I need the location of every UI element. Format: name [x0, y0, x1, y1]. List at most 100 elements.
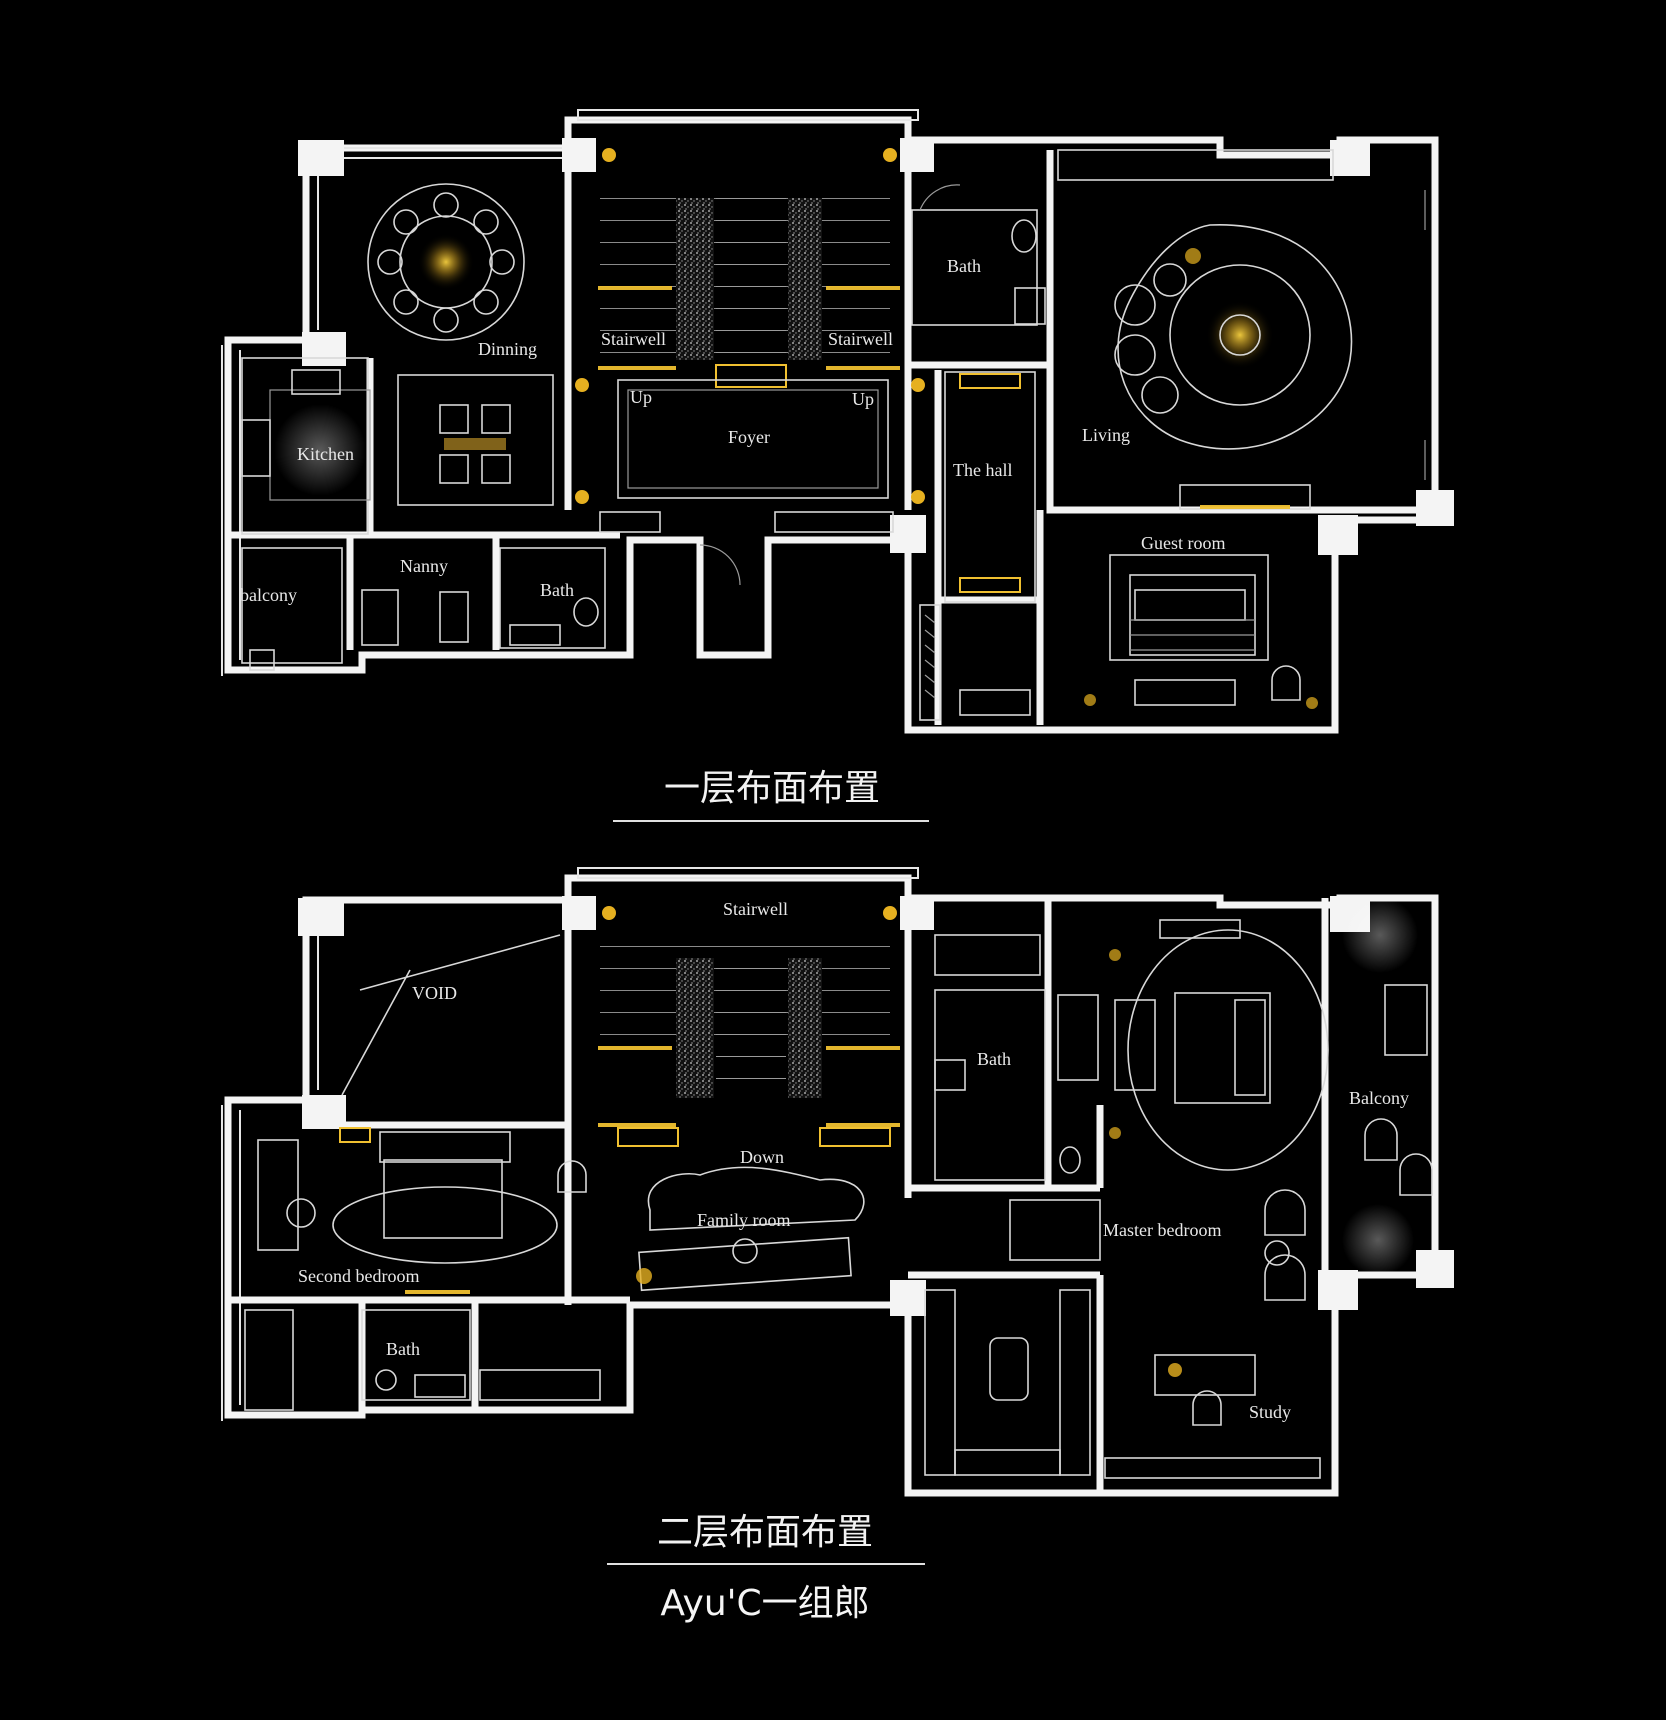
- master-bed-pillows: [1234, 999, 1266, 1096]
- bath-door-swing: [919, 184, 961, 211]
- small-table-light: [444, 438, 506, 450]
- stair-middle-treads: [716, 198, 786, 360]
- wardrobe-left: [924, 1289, 956, 1476]
- label-bath-bottom: Bath: [540, 580, 574, 600]
- label-foyer: Foyer: [728, 427, 770, 447]
- master-window-seat: [1159, 919, 1241, 939]
- bath-lamp: [1109, 1127, 1121, 1139]
- floor2-plan: Stairwell VOID Bath Balcony Down Family …: [221, 867, 1454, 1624]
- label-down: Down: [740, 1147, 784, 1167]
- planter: [1342, 897, 1418, 973]
- wardrobe-right: [1059, 1289, 1091, 1476]
- kitchen-stove: [241, 419, 271, 477]
- toilet: [573, 597, 599, 627]
- bath-floor-grid: [911, 209, 1038, 326]
- dining-light: [418, 234, 474, 290]
- toilet: [375, 1369, 397, 1391]
- second-bedroom-rug: [332, 1186, 558, 1264]
- label-kitchen: Kitchen: [297, 444, 354, 464]
- guest-bed-rug: [1109, 554, 1269, 661]
- bath-sink: [1014, 287, 1046, 325]
- balcony-daybed: [1384, 984, 1428, 1056]
- living-window-cabinet: [1057, 149, 1334, 181]
- study-cabinet: [1104, 1457, 1321, 1479]
- label-bath-right: Bath: [977, 1049, 1011, 1069]
- pillar: [1416, 490, 1454, 526]
- guest-bed: [1129, 574, 1256, 656]
- foyer-cabinet: [599, 511, 661, 533]
- study-chair: [1192, 1390, 1222, 1426]
- family-lamp: [636, 1268, 652, 1284]
- label-stairwell-f2: Stairwell: [723, 899, 788, 919]
- void-lines: [341, 934, 561, 1096]
- family-table: [638, 1236, 852, 1292]
- coffee-table: [1219, 314, 1261, 356]
- bath-right-floor: [934, 989, 1046, 1181]
- label-master-bedroom: Master bedroom: [1103, 1220, 1221, 1240]
- bath-left-floor: [361, 1309, 471, 1401]
- corner-lamps: [602, 906, 897, 920]
- guest-bed-pillows: [1134, 589, 1246, 621]
- living-light: [1206, 301, 1274, 369]
- second-bed-headboard: [379, 1131, 511, 1163]
- bath-right-vanity: [934, 1059, 966, 1091]
- label-bath-top: Bath: [947, 256, 981, 276]
- family-coffee-table: [732, 1238, 758, 1264]
- floor1-outer-wall: [224, 116, 1439, 734]
- planter: [1342, 1204, 1414, 1276]
- second-bedroom-armchair: [557, 1160, 587, 1193]
- pillar: [1318, 1270, 1358, 1310]
- wardrobe-hangers: [924, 614, 936, 699]
- dining-rug: [367, 183, 525, 341]
- floor2-inner-outline: [221, 910, 319, 1421]
- closet: [479, 1369, 601, 1401]
- label-stairwell-left: Stairwell: [601, 329, 666, 349]
- guest-chair: [1271, 665, 1301, 701]
- bathtub: [244, 1309, 294, 1411]
- floor1-inner-outline: [221, 158, 319, 676]
- hall-light: [959, 577, 1021, 593]
- label-living: Living: [1082, 425, 1130, 445]
- bath-sink: [414, 1374, 466, 1398]
- stair-core-left: [676, 958, 714, 1098]
- guest-lamp: [1084, 694, 1096, 706]
- master-rug: [1127, 929, 1329, 1171]
- stair-core-right: [788, 958, 822, 1098]
- living-sofa: [1117, 224, 1353, 450]
- second-bedroom-chair: [286, 1198, 316, 1228]
- label-bath-left: Bath: [386, 1339, 420, 1359]
- master-bench: [1114, 999, 1156, 1091]
- family-sofa: [647, 1166, 865, 1231]
- label-guest-room: Guest room: [1141, 533, 1226, 553]
- stair-ceiling-light: [617, 1127, 679, 1147]
- living-rug: [1169, 264, 1311, 406]
- label-void: VOID: [412, 983, 457, 1003]
- label-stairwell-right: Stairwell: [828, 329, 893, 349]
- closet-rail: [954, 1449, 1061, 1476]
- toilet: [1011, 219, 1037, 253]
- study-desk: [1154, 1354, 1256, 1396]
- stair-core-right: [788, 198, 822, 360]
- study-lamp: [1168, 1363, 1182, 1377]
- hall-runner: [944, 371, 1036, 603]
- label-the-hall: The hall: [953, 460, 1012, 480]
- corner-lamps: [575, 148, 925, 504]
- guest-desk: [1134, 679, 1236, 706]
- label-family-room: Family room: [697, 1210, 791, 1230]
- label-dinning: Dinning: [478, 339, 537, 359]
- pillar: [890, 1280, 926, 1316]
- toilet: [1059, 1146, 1081, 1174]
- label-nanny: Nanny: [400, 556, 448, 576]
- kitchen-glow: [274, 404, 366, 496]
- bath-sink: [509, 624, 561, 646]
- pillar: [900, 896, 934, 930]
- credit-text: Ayu'C一组郎: [660, 1583, 869, 1624]
- small-table-chairs: [439, 404, 511, 484]
- label-up-right: Up: [852, 389, 874, 409]
- pillar: [1416, 1250, 1454, 1288]
- stair-middle-treads: [716, 958, 786, 1098]
- kitchen-sink: [291, 369, 341, 395]
- floor2-caption: 二层布面布置: [657, 1512, 873, 1553]
- label-balcony-f1: balcony: [240, 585, 297, 605]
- bathtub-right: [934, 934, 1041, 976]
